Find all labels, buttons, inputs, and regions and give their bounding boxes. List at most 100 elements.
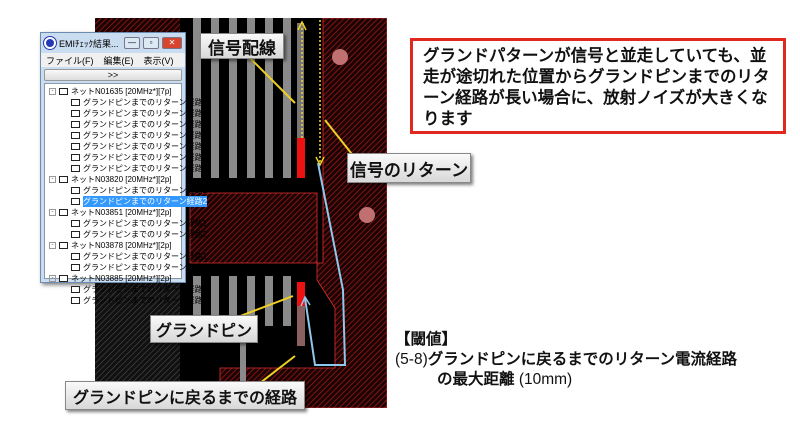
menu-bar: ファイル(F) 編集(E) 表示(V) — [41, 53, 185, 67]
bottom-pins — [193, 276, 291, 388]
window-title: EMIﾁｪｯｸ結果... — [59, 38, 119, 49]
via — [359, 207, 375, 223]
path-label: グランドピンまでのリターン経路2 — [83, 296, 208, 305]
tree-path-item[interactable]: グランドピンまでのリターン経路1 — [49, 185, 207, 196]
path-icon — [71, 165, 80, 172]
path-label: グランドピンまでのリターン経路3 — [83, 120, 208, 129]
path-label: グランドピンまでのリターン経路4 — [83, 131, 208, 140]
threshold-code: (5-8) — [395, 351, 428, 368]
hatched-ground-pattern — [189, 18, 387, 408]
path-icon — [71, 264, 80, 271]
menu-view[interactable]: 表示(V) — [143, 55, 174, 66]
path-icon — [71, 297, 80, 304]
close-button[interactable]: ✕ — [162, 37, 182, 49]
collapse-icon[interactable]: - — [49, 242, 56, 249]
tree-net-node[interactable]: - ネットN03878 [20MHz*][2p] — [49, 240, 181, 251]
pointer-arrows — [234, 57, 356, 384]
explanation-note: グランドパターンが信号と並走していても、並走が途切れた位置からグランドピンまでの… — [410, 38, 786, 134]
tree-path-item[interactable]: グランドピンまでのリターン経路1 — [49, 97, 207, 108]
net-icon — [59, 275, 68, 282]
tree-path-item[interactable]: グランドピンまでのリターン経路4 — [49, 130, 207, 141]
threshold-block: 【閾値】 (5-8)グランドピンに戻るまでのリターン電流経路 の最大距離 (10… — [395, 330, 737, 390]
menu-edit[interactable]: 編集(E) — [103, 55, 134, 66]
path-label: グランドピンまでのリターン経路1 — [83, 98, 208, 107]
net-label: ネットN03851 [20MHz*][2p] — [71, 208, 172, 217]
tree-path-item[interactable]: グランドピンまでのリターン経路2 — [49, 295, 207, 306]
net-label: ネットN03820 [20MHz*][2p] — [71, 175, 172, 184]
collapse-icon[interactable]: - — [49, 88, 56, 95]
path-icon — [71, 132, 80, 139]
path-label: グランドピンまでのリターン経路7 — [83, 164, 208, 173]
tree-path-item[interactable]: グランドピンまでのリターン経路3 — [49, 119, 207, 130]
path-label: グランドピンまでのリターン経路1 — [83, 186, 208, 195]
top-pins — [193, 18, 291, 178]
threshold-heading: 【閾値】 — [395, 331, 458, 348]
net-label: ネットN01635 [20MHz*][7p] — [71, 87, 172, 96]
net-label: ネットN03885 [20MHz*][2p] — [71, 274, 172, 283]
path-icon — [71, 110, 80, 117]
path-label: グランドピンまでのリターン経路1 — [83, 285, 208, 294]
path-label: グランドピンまでのリターン経路1 — [83, 219, 208, 228]
via — [332, 49, 348, 65]
net-icon — [59, 242, 68, 249]
callout-signal-wiring: 信号配線 — [200, 33, 284, 59]
tree-path-item[interactable]: グランドピンまでのリターン経路1 — [49, 251, 207, 262]
minimize-button[interactable]: — — [124, 37, 140, 49]
path-icon — [71, 187, 80, 194]
ground-pad — [297, 306, 305, 346]
net-icon — [59, 176, 68, 183]
maximize-button[interactable]: ▫ — [143, 37, 159, 49]
tree-net-node[interactable]: - ネットN01635 [20MHz*][7p] — [49, 86, 181, 97]
tree-path-item[interactable]: グランドピンまでのリターン経路7 — [49, 163, 207, 174]
path-label: グランドピンまでのリターン経路1 — [83, 252, 208, 261]
path-icon — [71, 121, 80, 128]
tree-path-item[interactable]: グランドピンまでのリターン経路1 — [49, 218, 207, 229]
path-label: グランドピンまでのリターン経路5 — [83, 142, 208, 151]
callout-path-to-ground: グランドピンに戻るまでの経路 — [65, 381, 305, 410]
menu-file[interactable]: ファイル(F) — [46, 55, 94, 66]
tree-path-item[interactable]: グランドピンまでのリターン経路2 — [49, 108, 207, 119]
net-icon — [59, 209, 68, 216]
path-icon — [71, 143, 80, 150]
collapse-icon[interactable]: - — [49, 209, 56, 216]
path-label: グランドピンまでのリターン経路2 — [83, 109, 208, 118]
collapse-icon[interactable]: - — [49, 275, 56, 282]
path-icon — [71, 220, 80, 227]
net-label: ネットN03878 [20MHz*][2p] — [71, 241, 172, 250]
path-label: グランドピンまでのリターン経路2 — [83, 263, 208, 272]
path-icon — [71, 99, 80, 106]
tree-net-node[interactable]: - ネットN03885 [20MHz*][2p] — [49, 273, 181, 284]
threshold-value: (10mm) — [514, 371, 573, 388]
path-label: グランドピンまでのリターン経路2 — [83, 230, 208, 239]
net-icon — [59, 88, 68, 95]
tree-path-item[interactable]: グランドピンまでのリターン経路6 — [49, 152, 207, 163]
callout-ground-pin: グランドピン — [150, 315, 258, 343]
return-current-path — [304, 162, 347, 366]
tree-path-item[interactable]: グランドピンまでのリターン経路1 — [49, 284, 207, 295]
tree-path-item[interactable]: グランドピンまでのリターン経路5 — [49, 141, 207, 152]
threshold-line1: グランドピンに戻るまでのリターン電流経路 — [427, 351, 737, 368]
path-icon — [71, 231, 80, 238]
path-icon — [71, 253, 80, 260]
callout-signal-return: 信号のリターン — [347, 153, 471, 183]
path-icon — [71, 286, 80, 293]
threshold-line2: の最大距離 — [437, 371, 515, 388]
tree-net-node[interactable]: - ネットN03820 [20MHz*][2p] — [49, 174, 181, 185]
ground-pin — [297, 282, 305, 306]
app-logo-icon — [44, 37, 56, 49]
signal-pin — [297, 138, 305, 178]
path-label: グランドピンまでのリターン経路2 — [83, 196, 208, 207]
path-icon — [71, 154, 80, 161]
collapse-icon[interactable]: - — [49, 176, 56, 183]
emi-check-results-window: EMIﾁｪｯｸ結果... — ▫ ✕ ファイル(F) 編集(E) 表示(V) >… — [40, 32, 208, 305]
path-label: グランドピンまでのリターン経路6 — [83, 153, 208, 162]
signal-trace — [297, 23, 304, 138]
tree-path-item[interactable]: グランドピンまでのリターン経路2 — [49, 262, 207, 273]
tree-path-item[interactable]: グランドピンまでのリターン経路2 — [49, 229, 207, 240]
tree-path-item[interactable]: グランドピンまでのリターン経路2 — [49, 196, 208, 207]
path-icon — [71, 198, 80, 205]
tree-net-node[interactable]: - ネットN03851 [20MHz*][2p] — [49, 207, 181, 218]
expand-button[interactable]: >> — [44, 69, 182, 81]
window-titlebar[interactable]: EMIﾁｪｯｸ結果... — ▫ ✕ — [41, 33, 185, 53]
